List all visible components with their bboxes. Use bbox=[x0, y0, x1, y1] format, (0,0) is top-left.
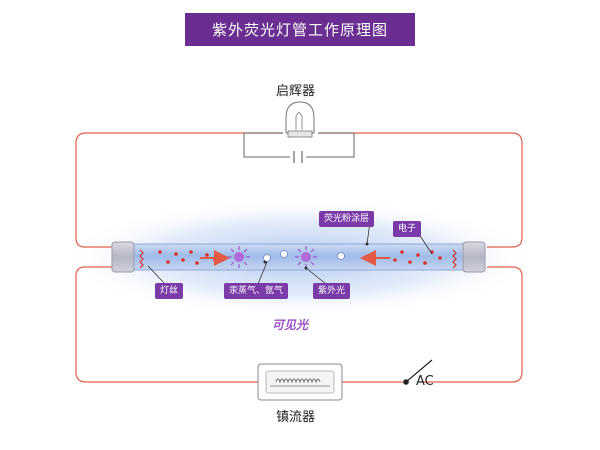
electron-tag: 电子 bbox=[393, 221, 422, 237]
electrons bbox=[158, 250, 442, 265]
ac-label: AC bbox=[416, 374, 434, 389]
filament-right bbox=[452, 249, 457, 269]
uv-burst-icon bbox=[228, 246, 250, 268]
uv-tag: 紫外光 bbox=[313, 283, 351, 299]
visible-light-label: 可见光 bbox=[272, 318, 309, 332]
wire-bottom-left bbox=[75, 266, 258, 383]
uv-burst-icon bbox=[295, 246, 317, 268]
starter-label: 启辉器 bbox=[276, 84, 316, 99]
ballast bbox=[257, 363, 343, 401]
wire-top-right bbox=[318, 132, 523, 248]
starter bbox=[243, 101, 355, 163]
ballast-label: 镇流器 bbox=[276, 410, 316, 425]
mercury-atom-icon bbox=[263, 250, 345, 262]
ac-switch bbox=[403, 359, 433, 385]
filament-left bbox=[139, 249, 144, 269]
filament-tag: 灯丝 bbox=[155, 283, 184, 299]
mercury-tag: 汞蒸气、氩气 bbox=[224, 283, 289, 299]
wire-bottom-right bbox=[420, 266, 523, 383]
phosphor-tag: 荧光粉涂层 bbox=[319, 211, 375, 227]
wires bbox=[75, 132, 523, 383]
wire-top-left bbox=[75, 132, 283, 248]
page-title: 紫外荧光灯管工作原理图 bbox=[185, 13, 415, 46]
